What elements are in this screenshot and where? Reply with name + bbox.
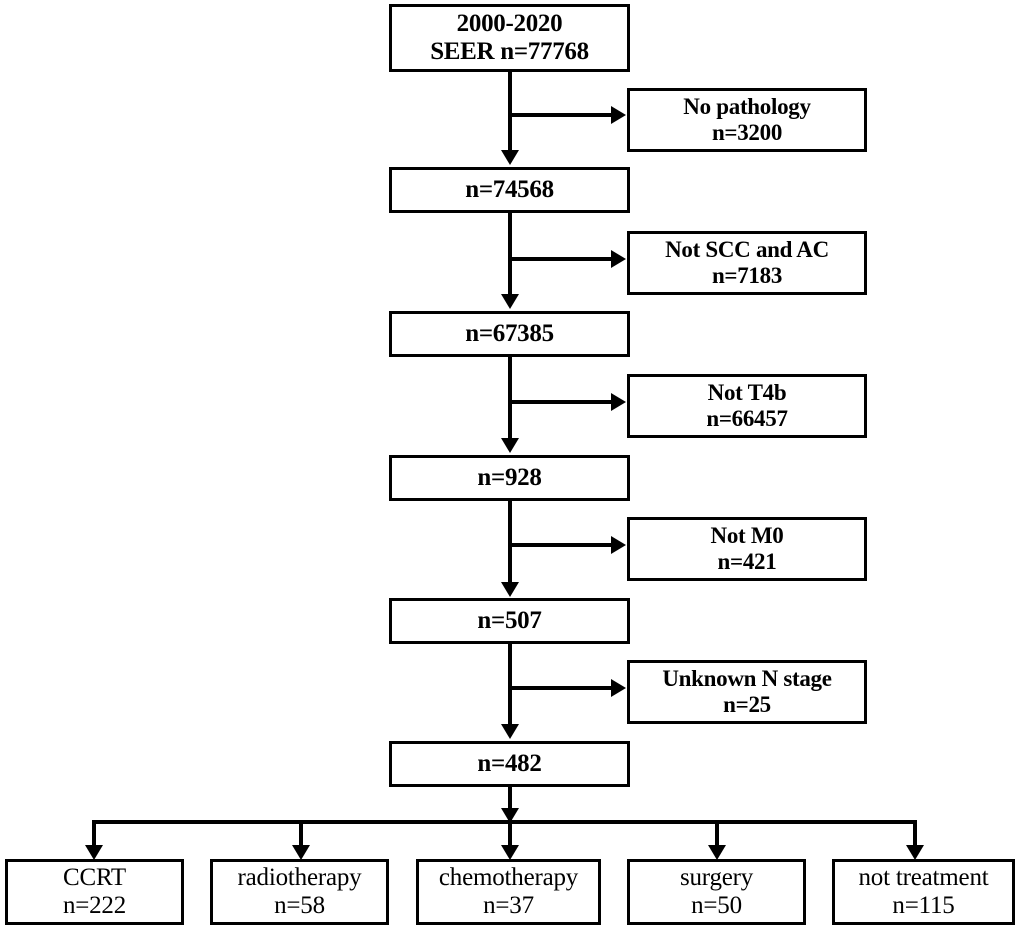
box-after-histology: n=67385 <box>389 311 630 357</box>
box-after-t4b: n=928 <box>389 455 630 501</box>
connector-to-surgery <box>715 820 719 850</box>
box-exclusion-no-pathology: No pathology n=3200 <box>627 88 867 152</box>
box-exclusion-unknown-n-stage: Unknown N stage n=25 <box>627 660 867 724</box>
box-outcome-not-treatment: not treatment n=115 <box>832 859 1015 925</box>
arrowhead-to-after-m0 <box>501 582 519 597</box>
arrowhead-unknown-n-stage <box>611 679 626 697</box>
connector-to-radiotherapy <box>299 820 303 850</box>
box-after-n-stage: n=482 <box>389 741 630 787</box>
connector-after-hist-to-after-t4b <box>508 356 512 440</box>
connector-after-path-to-after-hist <box>508 212 512 296</box>
arrowhead-no-pathology <box>611 106 626 124</box>
outcome-chemotherapy-label: chemotherapy <box>438 864 579 891</box>
connector-to-ccrt <box>92 820 96 850</box>
box-after-histology-count: n=67385 <box>465 320 554 347</box>
box-exclusion-not-m0: Not M0 n=421 <box>627 517 867 581</box>
outcome-radiotherapy-label: radiotherapy <box>237 864 362 891</box>
connector-branch-no-pathology <box>508 113 613 117</box>
box-source-cohort: 2000-2020 SEER n=77768 <box>389 4 630 72</box>
arrowhead-not-treatment <box>906 845 924 860</box>
box-source-line2: SEER n=77768 <box>430 38 589 65</box>
connector-after-n-to-distribution-bar <box>508 786 512 822</box>
outcome-not-treatment-count: n=115 <box>892 892 955 919</box>
exclusion-not-scc-ac-reason: Not SCC and AC <box>665 237 829 263</box>
box-after-pathology: n=74568 <box>389 167 630 213</box>
exclusion-not-t4b-count: n=66457 <box>706 406 788 431</box>
outcome-not-treatment-label: not treatment <box>858 864 989 891</box>
box-outcome-chemotherapy: chemotherapy n=37 <box>416 859 601 925</box>
box-after-t4b-count: n=928 <box>477 464 542 491</box>
arrowhead-not-t4b <box>611 393 626 411</box>
box-outcome-surgery: surgery n=50 <box>627 859 806 925</box>
exclusion-not-t4b-reason: Not T4b <box>707 380 787 406</box>
exclusion-unknown-n-stage-reason: Unknown N stage <box>662 666 832 692</box>
arrowhead-surgery <box>708 845 726 860</box>
outcome-ccrt-count: n=222 <box>62 892 127 919</box>
exclusion-no-pathology-reason: No pathology <box>683 94 811 120</box>
exclusion-not-m0-reason: Not M0 <box>710 523 784 549</box>
box-exclusion-not-scc-ac: Not SCC and AC n=7183 <box>627 231 867 295</box>
connector-branch-not-scc-ac <box>508 257 613 261</box>
box-exclusion-not-t4b: Not T4b n=66457 <box>627 374 867 438</box>
connector-branch-not-m0 <box>508 543 613 547</box>
outcome-radiotherapy-count: n=58 <box>274 892 325 919</box>
arrowhead-radiotherapy <box>292 845 310 860</box>
connector-to-chemotherapy <box>508 820 512 850</box>
exclusion-unknown-n-stage-count: n=25 <box>723 692 771 717</box>
arrowhead-chemotherapy <box>501 845 519 860</box>
connector-branch-not-t4b <box>508 400 613 404</box>
arrowhead-to-after-n <box>501 724 519 739</box>
connector-branch-unknown-n-stage <box>508 686 613 690</box>
arrowhead-to-after-path <box>501 150 519 165</box>
box-after-n-stage-count: n=482 <box>477 750 542 777</box>
arrowhead-not-m0 <box>611 536 626 554</box>
box-after-pathology-count: n=74568 <box>465 176 554 203</box>
exclusion-no-pathology-count: n=3200 <box>711 120 783 145</box>
connector-after-m0-to-after-n <box>508 642 512 726</box>
arrowhead-ccrt <box>85 845 103 860</box>
exclusion-not-m0-count: n=421 <box>717 549 777 574</box>
box-after-m0-count: n=507 <box>477 607 542 634</box>
box-after-m0: n=507 <box>389 598 630 644</box>
outcome-chemotherapy-count: n=37 <box>483 892 534 919</box>
box-outcome-ccrt: CCRT n=222 <box>5 859 184 925</box>
connector-to-not-treatment <box>913 820 917 850</box>
box-source-line1: 2000-2020 <box>456 10 563 37</box>
arrowhead-not-scc-ac <box>611 250 626 268</box>
connector-after-t4b-to-after-m0 <box>508 500 512 584</box>
outcome-ccrt-label: CCRT <box>63 864 126 891</box>
exclusion-not-scc-ac-count: n=7183 <box>711 263 783 288</box>
arrowhead-to-after-t4b <box>501 438 519 453</box>
box-outcome-radiotherapy: radiotherapy n=58 <box>210 859 389 925</box>
outcome-surgery-count: n=50 <box>691 892 742 919</box>
arrowhead-to-distribution-bar <box>501 808 519 823</box>
outcome-surgery-label: surgery <box>679 864 754 891</box>
connector-source-to-after-path <box>508 70 512 152</box>
arrowhead-to-after-hist <box>501 294 519 309</box>
